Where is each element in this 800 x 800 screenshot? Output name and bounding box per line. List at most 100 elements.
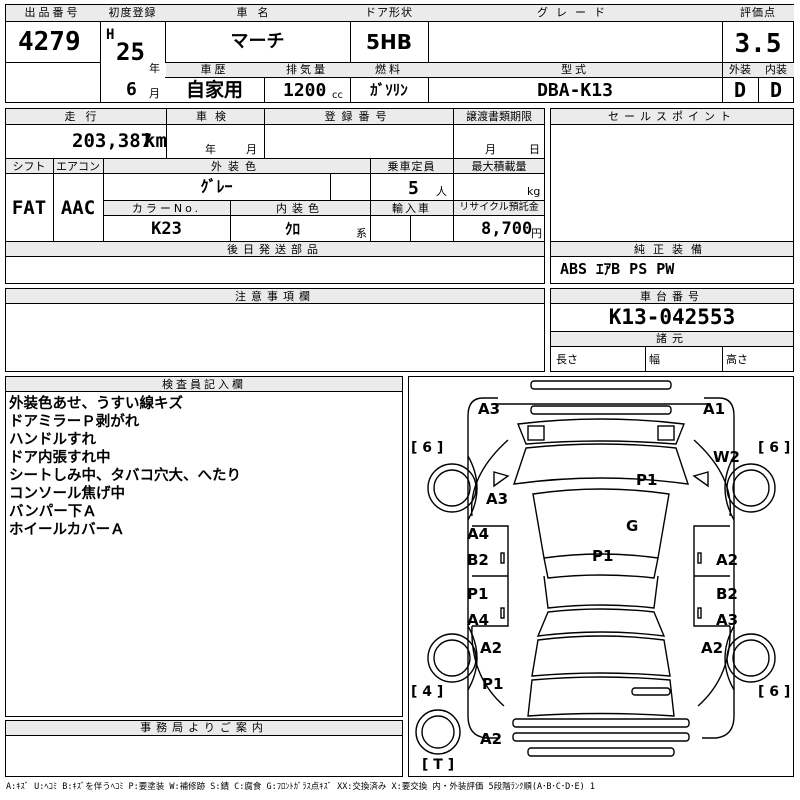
capacity-value: 5 (408, 178, 419, 199)
legend: A:ｷｽﾞ U:ﾍｺﾐ B:ｷｽﾞを伴うﾍｺﾐ P:要塗装 W:補修跡 S:錆 … (6, 782, 595, 792)
damage-mark: A2 (480, 639, 503, 657)
damage-mark: P1 (636, 471, 658, 489)
damage-mark: A2 (701, 639, 724, 657)
lot-value: 4279 (18, 27, 81, 57)
inspector-notes: 外装色あせ、うすい線キズ ドアミラーＰ剥がれ ハンドルすれ ドア内張すれ中 シー… (9, 395, 241, 539)
inspector-note: シートしみ中、タバコ穴大、へたり (9, 468, 241, 484)
model-label: 車名 (236, 6, 279, 19)
damage-mark: P1 (482, 675, 504, 693)
tire-left-front: [ 6 ] (411, 440, 444, 456)
displacement-value: 1200 (283, 80, 327, 101)
inspection-label: 車検 (196, 110, 234, 123)
tire-left-rear: [ 4 ] (411, 684, 444, 700)
inspector-note: 外装色あせ、うすい線キズ (9, 396, 183, 412)
recycle-label: リサイクル預託金 (459, 202, 539, 213)
transfer-day: 日 (529, 143, 540, 156)
shift-value: FAT (11, 197, 47, 219)
score-label: 評価点 (740, 6, 776, 19)
inspector-note: コンソール焦げ中 (9, 486, 125, 502)
caution-label: 注意事項欄 (235, 290, 315, 303)
transfer-label: 譲渡書類期限 (466, 110, 532, 123)
later-parts-label: 後日発送部品 (227, 243, 323, 256)
year-value: 25 (116, 38, 145, 66)
ac-label: エアコン (56, 160, 100, 173)
load-label: 最大積載量 (471, 160, 527, 173)
damage-mark: A4 (467, 525, 490, 543)
exterior-value: D (733, 78, 747, 102)
score-value: 3.5 (734, 29, 782, 59)
damage-mark: G (626, 517, 639, 535)
interior-label: 内装 (765, 63, 787, 76)
chassis-label: 車台番号 (640, 290, 704, 303)
inspector-note: ドア内張すれ中 (9, 450, 111, 466)
history-value: 自家用 (185, 79, 243, 101)
inspector-box (5, 376, 403, 717)
divider (165, 62, 722, 63)
width-label: 幅 (649, 353, 660, 366)
tire-right-rear: [ 6 ] (758, 684, 791, 700)
history-label: 車歴 (200, 63, 229, 76)
capacity-label: 乗車定員 (387, 160, 436, 173)
color-no-label: カラーNo. (131, 202, 202, 215)
damage-mark: A4 (467, 611, 490, 629)
era-value: H (106, 27, 115, 43)
lot-label: 出品番号 (24, 6, 81, 19)
damage-mark: A3 (716, 611, 739, 629)
year-unit: 年 (149, 62, 160, 75)
divider (350, 62, 351, 103)
divider (5, 21, 794, 22)
damage-mark: A2 (480, 730, 503, 748)
inspection-month: 月 (246, 143, 257, 156)
damage-mark: B2 (467, 551, 489, 569)
recycle-value: 8,700 (481, 219, 533, 239)
damage-mark: A2 (716, 551, 739, 569)
car-diagram (415, 380, 776, 757)
mileage-label: 走行 (64, 110, 107, 123)
regno-label: 登録番号 (324, 110, 393, 123)
equipment-value: ABS ｴｱB PS PW (560, 260, 675, 278)
divider (264, 62, 265, 103)
divider (428, 4, 429, 62)
first-reg-label: 初度登録 (108, 6, 157, 19)
type-label: 型式 (561, 63, 589, 76)
damage-mark: P1 (467, 585, 489, 603)
fuel-label: 燃料 (375, 63, 403, 76)
capacity-unit: 人 (436, 185, 447, 198)
inspector-note: ドアミラーＰ剥がれ (9, 414, 140, 430)
inspector-note: バンパー下Ａ (9, 504, 97, 520)
spare-tire: [ T ] (422, 757, 455, 773)
transfer-month: 月 (485, 143, 496, 156)
exterior-color-label: 外装色 (211, 160, 262, 173)
import-label: 輸入車 (392, 202, 431, 215)
type-value: DBA-K13 (537, 80, 613, 101)
inspection-year: 年 (205, 143, 216, 156)
door-value: 5HB (366, 30, 412, 54)
spec-label: 諸元 (656, 332, 688, 345)
height-label: 高さ (726, 353, 748, 366)
exterior-label: 外装 (729, 63, 751, 76)
damage-mark: P1 (592, 547, 614, 565)
interior-color-label: 内装色 (276, 202, 324, 215)
mileage-unit: km (144, 130, 167, 152)
inspector-note: ハンドルすれ (9, 432, 96, 448)
displacement-unit: cc (332, 90, 343, 101)
divider (722, 4, 723, 103)
month-unit: 月 (149, 87, 160, 100)
office-label: 事務局よりご案内 (140, 721, 268, 734)
damage-mark: A3 (478, 400, 501, 418)
inspector-note: ホイールカバーＡ (9, 522, 125, 538)
model-value: マーチ (230, 31, 285, 52)
exterior-color-value: ｸﾞﾚｰ (200, 177, 233, 196)
shift-label: シフト (12, 160, 46, 173)
interior-value: D (769, 78, 783, 102)
interior-color-unit: 系 (356, 227, 367, 240)
door-label: ドア形状 (365, 6, 413, 19)
displacement-label: 排気量 (286, 63, 328, 76)
color-no-value: K23 (151, 219, 182, 239)
divider (428, 62, 429, 103)
tire-right-front: [ 6 ] (758, 440, 791, 456)
month-value: 6 (126, 79, 137, 100)
interior-color-value: ｸﾛ (284, 220, 300, 238)
length-label: 長さ (556, 353, 578, 366)
damage-mark: B2 (716, 585, 738, 603)
